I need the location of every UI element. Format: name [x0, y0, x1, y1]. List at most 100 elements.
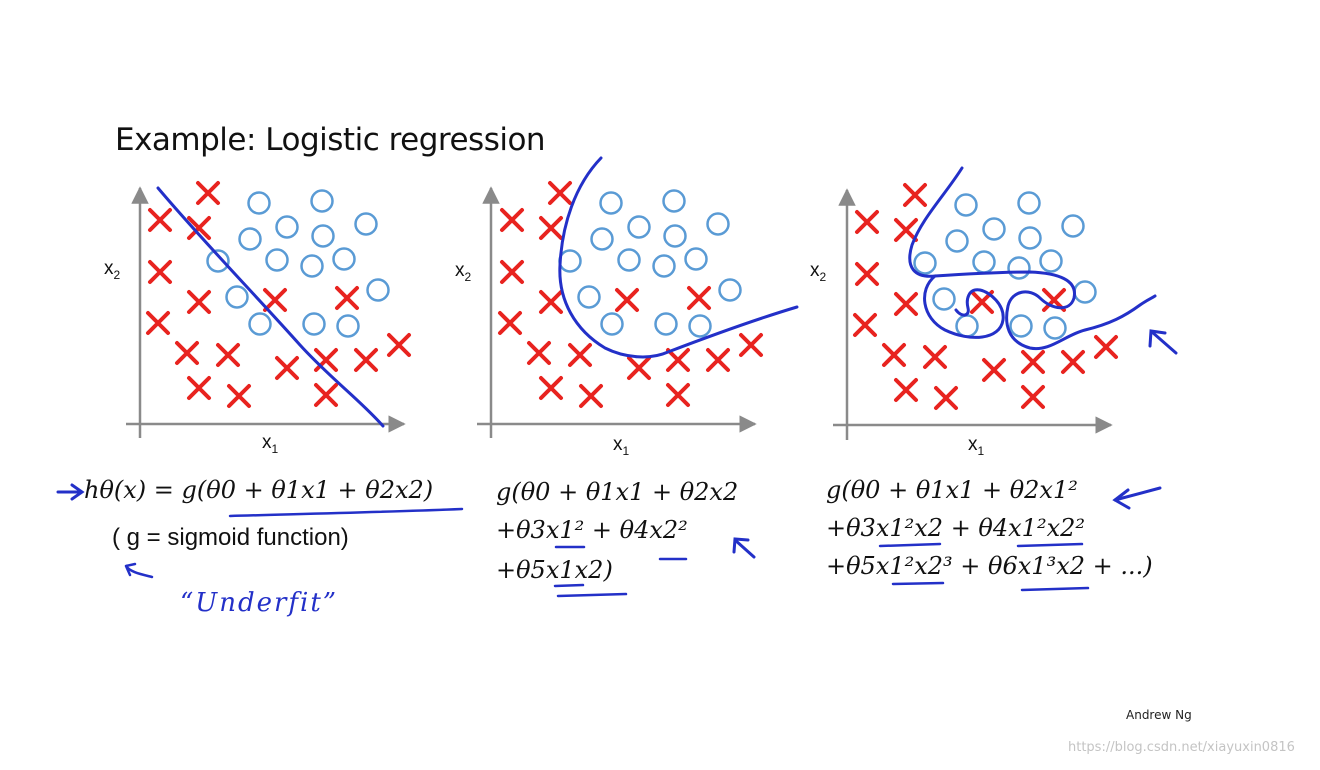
plot2-xlabel: x1	[613, 434, 630, 458]
negative-cross-marker	[216, 343, 240, 367]
negative-cross-marker	[187, 376, 211, 400]
plot2-equation-line3: +θ5x1x2)	[496, 556, 613, 584]
positive-circle-marker	[684, 247, 708, 271]
positive-circle-marker	[654, 312, 678, 336]
negative-cross-marker	[335, 286, 359, 310]
plot3-equation-line2: +θ3x1²x2 + θ4x1²x2²	[826, 514, 1085, 542]
positive-circle-marker	[225, 285, 249, 309]
plot1-linear-boundary	[156, 186, 385, 428]
negative-cross-marker	[903, 183, 927, 207]
negative-cross-marker	[175, 341, 199, 365]
plot3-ylabel: x2	[810, 260, 827, 284]
negative-cross-marker	[894, 292, 918, 316]
plot3-left-arrow-icon	[1112, 486, 1162, 510]
positive-circle-marker	[932, 287, 956, 311]
plot2-ylabel: x2	[455, 260, 472, 284]
positive-circle-marker	[265, 248, 289, 272]
negative-cross-marker	[706, 348, 730, 372]
plot1-ylabel: x2	[104, 258, 121, 282]
negative-cross-marker	[387, 333, 411, 357]
negative-cross-marker	[855, 262, 879, 286]
positive-circle-marker	[1018, 226, 1042, 250]
positive-circle-marker	[247, 191, 271, 215]
negative-cross-marker	[148, 260, 172, 284]
negative-cross-marker	[666, 383, 690, 407]
negative-cross-marker	[687, 286, 711, 310]
positive-circle-marker	[955, 314, 979, 338]
positive-circle-marker	[652, 254, 676, 278]
plot1-underfit-handwriting: “Underfit”	[180, 588, 339, 618]
negative-cross-marker	[314, 348, 338, 372]
positive-circle-marker	[662, 189, 686, 213]
positive-circle-marker	[617, 248, 641, 272]
underline-plot1-equation	[228, 507, 464, 518]
plot1-axes	[126, 186, 406, 438]
positive-circle-marker	[1007, 256, 1031, 280]
plot1-sigmoid-note: ( g = sigmoid function)	[112, 524, 349, 551]
plot3-points	[853, 183, 1118, 410]
negative-cross-marker	[187, 216, 211, 240]
positive-circle-marker	[248, 312, 272, 336]
negative-cross-marker	[539, 290, 563, 314]
negative-cross-marker	[615, 288, 639, 312]
positive-circle-marker	[558, 249, 582, 273]
plot1-points	[146, 181, 411, 408]
negative-cross-marker	[148, 208, 172, 232]
negative-cross-marker	[982, 358, 1006, 382]
negative-cross-marker	[187, 290, 211, 314]
positive-circle-marker	[590, 227, 614, 251]
plot3-up-arrow-icon	[1148, 329, 1178, 355]
negative-cross-marker	[934, 386, 958, 410]
positive-circle-marker	[954, 193, 978, 217]
author-credit: Andrew Ng	[1126, 708, 1192, 722]
positive-circle-marker	[972, 250, 996, 274]
negative-cross-marker	[1021, 385, 1045, 409]
plot2-equation-line1: g(θ0 + θ1x1 + θ2x2	[496, 478, 739, 506]
positive-circle-marker	[366, 278, 390, 302]
positive-circle-marker	[310, 189, 334, 213]
positive-circle-marker	[238, 227, 262, 251]
positive-circle-marker	[913, 251, 937, 275]
plot2-up-arrow-icon	[732, 537, 756, 559]
positive-circle-marker	[311, 224, 335, 248]
negative-cross-marker	[548, 181, 572, 205]
positive-circle-marker	[354, 212, 378, 236]
plot2-underlines	[553, 545, 688, 598]
positive-circle-marker	[206, 249, 230, 273]
positive-circle-marker	[1073, 280, 1097, 304]
positive-circle-marker	[1039, 249, 1063, 273]
negative-cross-marker	[739, 333, 763, 357]
plot1-equation: hθ(x) = g(θ0 + θ1x1 + θ2x2)	[84, 476, 434, 504]
negative-cross-marker	[539, 216, 563, 240]
negative-cross-marker	[853, 313, 877, 337]
negative-cross-marker	[527, 341, 551, 365]
plot1-xlabel: x1	[262, 432, 279, 456]
plot2-quadratic-boundary	[558, 156, 799, 359]
hook-arrow-icon	[124, 562, 154, 579]
watermark: https://blog.csdn.net/xiayuxin0816	[1068, 740, 1295, 755]
plot3-underlines	[878, 542, 1090, 592]
positive-circle-marker	[1009, 314, 1033, 338]
positive-circle-marker	[275, 215, 299, 239]
negative-cross-marker	[196, 181, 220, 205]
positive-circle-marker	[302, 312, 326, 336]
negative-cross-marker	[1061, 350, 1085, 374]
negative-cross-marker	[227, 384, 251, 408]
arrow-into-h-icon	[56, 483, 85, 501]
plot2-points	[498, 181, 763, 408]
plot3-equation-line3: +θ5x1²x2³ + θ6x1³x2 + ...)	[826, 552, 1153, 580]
positive-circle-marker	[336, 314, 360, 338]
negative-cross-marker	[923, 345, 947, 369]
negative-cross-marker	[894, 378, 918, 402]
negative-cross-marker	[1021, 350, 1045, 374]
negative-cross-marker	[855, 210, 879, 234]
positive-circle-marker	[688, 314, 712, 338]
negative-cross-marker	[500, 208, 524, 232]
negative-cross-marker	[882, 343, 906, 367]
positive-circle-marker	[663, 224, 687, 248]
negative-cross-marker	[498, 311, 522, 335]
positive-circle-marker	[332, 247, 356, 271]
positive-circle-marker	[718, 278, 742, 302]
negative-cross-marker	[263, 288, 287, 312]
